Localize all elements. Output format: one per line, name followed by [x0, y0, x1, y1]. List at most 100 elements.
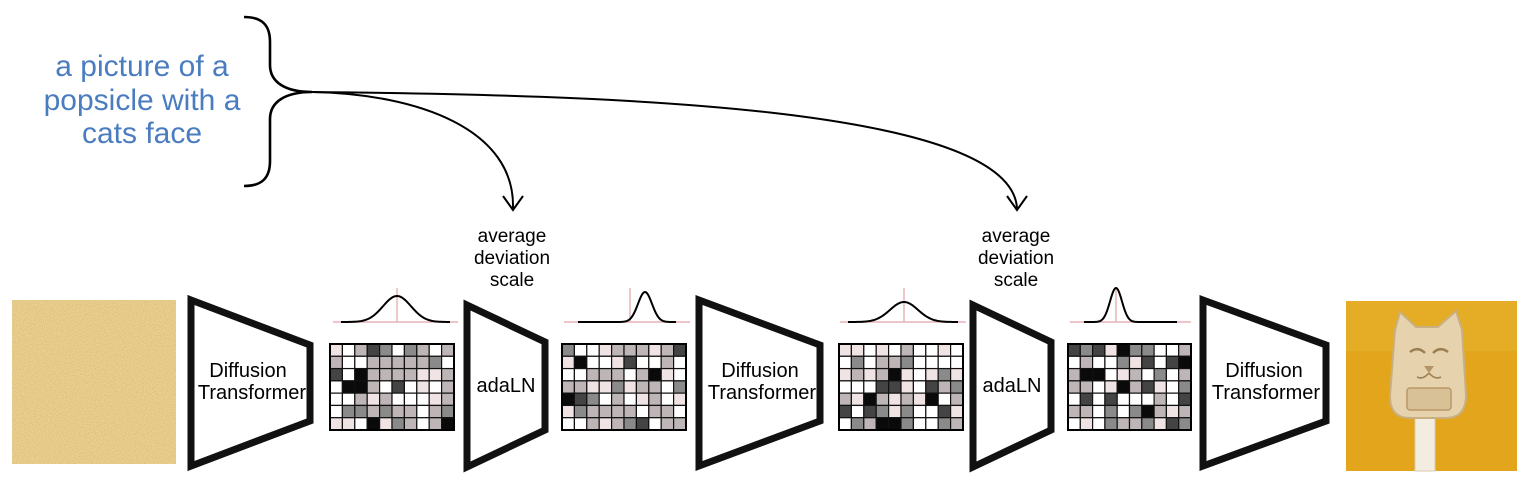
grid-cell	[1153, 380, 1167, 394]
grid-cell	[416, 367, 430, 382]
curly-brace-icon	[243, 15, 313, 188]
grid-cell	[1128, 392, 1143, 407]
grid-cell	[610, 355, 625, 370]
grid-cell	[949, 404, 964, 419]
grid-cell	[1079, 417, 1094, 431]
adaln-1: adaLN	[463, 299, 549, 473]
grid-cell	[887, 417, 902, 431]
grid-cell	[441, 367, 455, 382]
grid-cell	[623, 392, 637, 407]
grid-cell	[561, 404, 575, 419]
grid-cell	[354, 380, 368, 394]
grid-cell	[850, 343, 865, 357]
grid-cell	[660, 404, 675, 419]
stats-average: average	[982, 226, 1051, 247]
grid-cell	[672, 404, 687, 419]
grid-cell	[586, 367, 600, 382]
grid-cell	[648, 367, 662, 382]
grid-cell	[329, 367, 343, 382]
grid-cell	[635, 355, 650, 370]
curve-line	[341, 294, 451, 323]
grid-cell	[1153, 367, 1167, 382]
grid-cell	[366, 417, 381, 431]
grid-cell	[838, 392, 852, 407]
grid-cell	[875, 343, 890, 357]
prompt-line-3: cats face	[82, 117, 202, 150]
grid-cell	[1091, 404, 1106, 419]
grid-cell	[887, 392, 902, 407]
arrow-to-adaln-2	[311, 91, 1018, 209]
grid-cell	[1067, 404, 1081, 419]
grid-cell	[586, 343, 600, 357]
grid-cell	[1067, 343, 1081, 357]
grid-cell	[598, 392, 613, 407]
grid-cell	[875, 355, 890, 370]
grid-cell	[925, 392, 939, 407]
grid-cell	[1116, 343, 1131, 357]
grid-cell	[863, 417, 877, 431]
grid-cell	[366, 343, 381, 357]
grid-cell	[623, 343, 637, 357]
grid-cell	[838, 343, 852, 357]
grid-cell	[660, 392, 675, 407]
grid-cell	[341, 367, 356, 382]
grid-cell	[441, 404, 455, 419]
stats-deviation: deviation	[474, 248, 550, 269]
feature-grid	[561, 343, 687, 431]
grid-cell	[623, 417, 637, 431]
trapezoid-shape	[1199, 294, 1330, 472]
grid-cell	[573, 392, 588, 407]
grid-cell	[1079, 355, 1094, 370]
grid-cell	[1178, 392, 1192, 407]
grid-cell	[672, 343, 687, 357]
grid-cell	[887, 367, 902, 382]
adaln-label: adaLN	[477, 375, 536, 397]
grid-cell	[598, 343, 613, 357]
grid-cell	[1079, 343, 1094, 357]
grid-cell	[329, 392, 343, 407]
grid-cell	[1128, 417, 1143, 431]
grid-cell	[1165, 392, 1180, 407]
grid-cell	[1128, 367, 1143, 382]
grid-cell	[1141, 343, 1155, 357]
grid-cell	[1116, 404, 1131, 419]
grid-cell	[912, 343, 927, 357]
stats-scale: scale	[490, 270, 534, 291]
grid-cell	[561, 380, 575, 394]
grid-cell	[391, 367, 405, 382]
grid-cell	[391, 392, 405, 407]
dit-label-line2: Transformer	[198, 382, 307, 404]
grid-cell	[900, 367, 914, 382]
grid-cell	[660, 380, 675, 394]
conditioning-arrows	[311, 91, 1028, 212]
grid-cell	[610, 404, 625, 419]
grid-cell	[912, 355, 927, 370]
grid-cell	[1079, 380, 1094, 394]
grid-cell	[660, 355, 675, 370]
grid-cell	[1165, 343, 1180, 357]
grid-cell	[403, 380, 418, 394]
grid-cell	[1141, 380, 1155, 394]
grid-cell	[887, 355, 902, 370]
grid-cell	[1153, 404, 1167, 419]
grid-cell	[1128, 355, 1143, 370]
feature-grid	[329, 343, 455, 431]
grid-border	[838, 343, 964, 431]
diffusion-transformer-3: Diffusion Transformer	[1199, 294, 1330, 472]
grid-cell	[1091, 343, 1106, 357]
grid-cell	[1116, 392, 1131, 407]
grid-cell	[1178, 417, 1192, 431]
prompt-text: a picture of a popsicle with a cats face	[44, 50, 241, 150]
grid-cell	[863, 380, 877, 394]
grid-cell	[329, 380, 343, 394]
grid-cell	[1153, 355, 1167, 370]
grid-cell	[573, 404, 588, 419]
grid-cell	[610, 367, 625, 382]
prompt-line-1: a picture of a	[55, 50, 229, 83]
grid-cell	[937, 404, 952, 419]
grid-cell	[875, 392, 890, 407]
grid-cell	[573, 355, 588, 370]
noise-grain	[12, 300, 176, 464]
grid-cell	[598, 380, 613, 394]
